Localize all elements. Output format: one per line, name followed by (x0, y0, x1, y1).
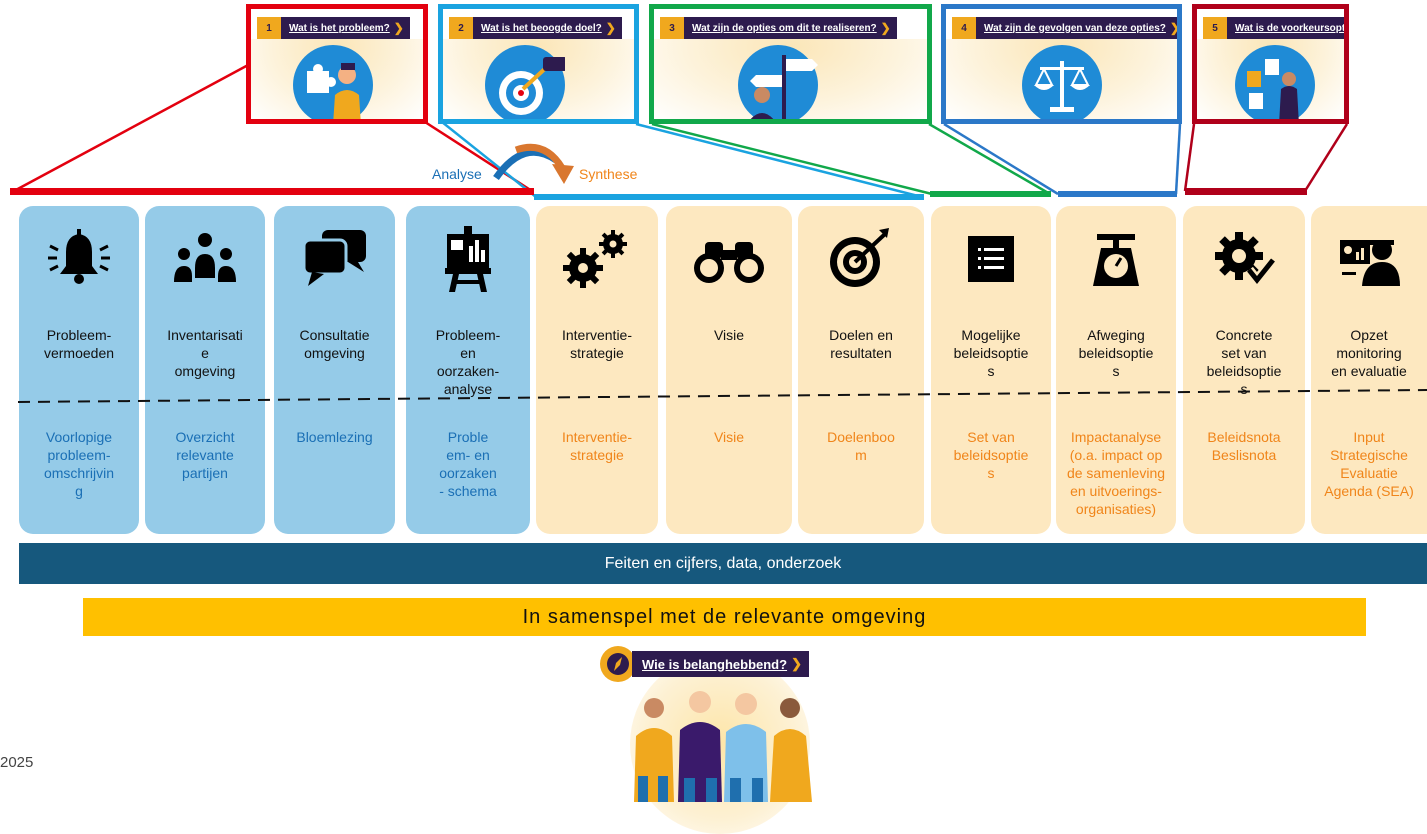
column-afweging: Afweging beleidsoptie s Impactanalyse (o… (1056, 206, 1176, 534)
step-4-box: 4 Wat zijn de gevolgen van deze opties?❯ (941, 4, 1182, 124)
gears-icon (536, 224, 658, 294)
connector-lines (10, 62, 1349, 200)
column-title: Opzet monitoring en evaluatie (1331, 327, 1407, 379)
column-output: Interventie- strategie (561, 429, 633, 463)
column-title: Visie (713, 327, 745, 343)
column-consultatie: Consultatie omgeving Bloemlezing (274, 206, 395, 534)
puzzle-person-illustration (293, 45, 373, 119)
step-2-number: 2 (449, 17, 473, 39)
step-3-question: Wat zijn de opties om dit te realiseren? (692, 22, 877, 34)
step-5-header[interactable]: 5 Wat is de voorkeursoptie?❯ (1203, 17, 1349, 39)
stakeholder-header[interactable]: Wie is belanghebbend?❯ (600, 646, 810, 682)
year-label: 2025 (0, 754, 34, 771)
column-title: Concrete set van beleidsoptie s (1206, 327, 1282, 397)
step-1-question: Wat is het probleem? (289, 22, 390, 34)
step-3-box: 3 Wat zijn de opties om dit te realisere… (649, 4, 932, 124)
step-4-question: Wat zijn de gevolgen van deze opties? (984, 22, 1166, 34)
stakeholder-section: Wie is belanghebbend?❯ (600, 646, 840, 834)
step-1-box: 1 Wat is het probleem?❯ (246, 4, 428, 124)
balance-scale-illustration (1022, 45, 1102, 119)
chevron-right-icon: ❯ (393, 21, 404, 35)
feiten-bar: Feiten en cijfers, data, onderzoek (19, 543, 1427, 584)
column-title: Probleem- vermoeden (43, 327, 115, 361)
step-4-header[interactable]: 4 Wat zijn de gevolgen van deze opties?❯ (952, 17, 1180, 39)
column-output: Bloemlezing (296, 429, 373, 445)
column-output: Proble em- en oorzaken - schema (439, 429, 497, 499)
step-5-number: 5 (1203, 17, 1227, 39)
column-mogelijke-beleidsopties: Mogelijke beleidsoptie s Set van beleids… (931, 206, 1051, 534)
group-icon (145, 224, 265, 294)
list-icon (931, 224, 1051, 294)
presentation-board-icon (406, 224, 530, 294)
step-3-number: 3 (660, 17, 684, 39)
scale-icon (1056, 224, 1176, 294)
column-output: Overzicht relevante partijen (175, 429, 235, 481)
step-5-question: Wat is de voorkeursoptie? (1235, 22, 1349, 34)
samenspel-bar: In samenspel met de relevante omgeving (83, 598, 1366, 636)
chat-bubbles-icon (274, 224, 395, 294)
column-output: Input Strategische Evaluatie Agenda (SEA… (1324, 429, 1414, 499)
column-title: Probleem- en oorzaken- analyse (435, 327, 501, 397)
gear-check-icon (1183, 224, 1305, 294)
column-interventiestrategie: Interventie- strategie Interventie- stra… (536, 206, 658, 534)
column-title: Inventarisati e omgeving (167, 327, 243, 379)
column-concrete-set: Concrete set van beleidsoptie s Beleidsn… (1183, 206, 1305, 534)
step-1-header[interactable]: 1 Wat is het probleem?❯ (257, 17, 410, 39)
bell-icon (19, 224, 139, 294)
step-2-question: Wat is het beoogde doel? (481, 22, 602, 34)
monitoring-person-icon (1311, 224, 1427, 294)
step-3-header[interactable]: 3 Wat zijn de opties om dit te realisere… (660, 17, 897, 39)
choice-person-illustration (1235, 45, 1315, 119)
step-2-box: 2 Wat is het beoogde doel?❯ (438, 4, 639, 124)
column-visie: Visie Visie (666, 206, 792, 534)
chevron-right-icon: ❯ (791, 656, 803, 671)
target-icon (798, 224, 924, 294)
stakeholders-group-illustration (634, 691, 812, 802)
step-2-header[interactable]: 2 Wat is het beoogde doel?❯ (449, 17, 622, 39)
binoculars-icon (666, 224, 792, 294)
column-doelen: Doelen en resultaten Doelenboo m (798, 206, 924, 534)
column-output: Doelenboo m (827, 429, 895, 463)
target-hand-illustration (485, 45, 567, 119)
step-4-number: 4 (952, 17, 976, 39)
chevron-right-icon: ❯ (880, 21, 891, 35)
synthese-label: Synthese (579, 166, 638, 182)
column-inventarisatie: Inventarisati e omgeving Overzicht relev… (145, 206, 265, 534)
chevron-right-icon: ❯ (605, 21, 616, 35)
step-1-number: 1 (257, 17, 281, 39)
column-title: Mogelijke beleidsoptie s (953, 327, 1029, 379)
dashed-separator (17, 389, 1427, 403)
column-monitoring: Opzet monitoring en evaluatie Input Stra… (1311, 206, 1427, 534)
stakeholder-question: Wie is belanghebbend? (642, 656, 788, 672)
column-output: Voorlopige probleem- omschrijvin g (43, 429, 114, 499)
analyse-label: Analyse (432, 166, 482, 182)
column-title: Afweging beleidsoptie s (1078, 327, 1154, 379)
column-output: Set van beleidsoptie s (953, 429, 1029, 481)
column-output: Visie (713, 429, 745, 445)
step-5-box: 5 Wat is de voorkeursoptie?❯ (1192, 4, 1349, 124)
column-output: Impactanalyse (o.a. impact op de samenle… (1066, 429, 1166, 517)
column-title: Interventie- strategie (561, 327, 633, 361)
column-probleemvermoeden: Probleem- vermoeden Voorlopige probleem-… (19, 206, 139, 534)
column-title: Doelen en resultaten (829, 327, 893, 361)
column-title: Consultatie omgeving (299, 327, 370, 361)
signpost-person-illustration (738, 45, 818, 119)
column-output: Beleidsnota Beslisnota (1207, 429, 1281, 463)
compass-icon (600, 646, 636, 682)
chevron-right-icon: ❯ (1169, 21, 1180, 35)
column-probleemanalyse: Probleem- en oorzaken- analyse Proble em… (406, 206, 530, 534)
